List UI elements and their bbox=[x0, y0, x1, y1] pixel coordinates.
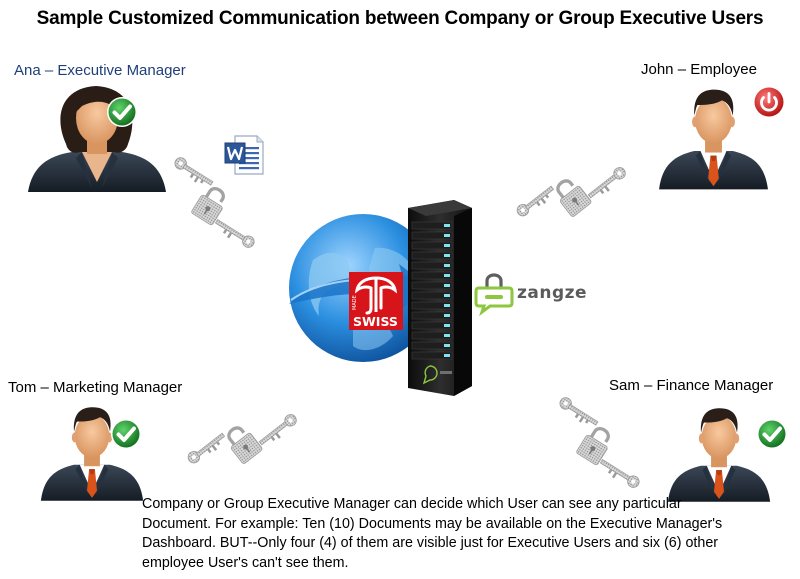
power-icon bbox=[753, 86, 785, 118]
description-text: Company or Group Executive Manager can d… bbox=[142, 496, 723, 571]
user-label-sam: Sam – Finance Manager bbox=[609, 377, 774, 394]
check-icon bbox=[109, 417, 143, 451]
key-lock-connector-sam bbox=[539, 393, 660, 493]
avatar-tom bbox=[40, 407, 144, 501]
swiss-badge-icon: SWISS MADE bbox=[349, 272, 403, 330]
user-label-tom: Tom – Marketing Manager bbox=[8, 379, 183, 396]
diagram-title: Sample Customized Communication between … bbox=[36, 8, 764, 29]
avatar-sam bbox=[667, 408, 771, 502]
key-lock-connector-john bbox=[513, 139, 631, 246]
swiss-badge-vertical-label: MADE bbox=[352, 295, 358, 310]
server-rack-icon bbox=[408, 200, 472, 396]
brand-name: zangze bbox=[517, 283, 588, 303]
check-icon bbox=[105, 95, 139, 129]
zangze-logo-icon bbox=[474, 273, 514, 317]
key-lock-connector-ana bbox=[154, 153, 275, 253]
swiss-badge-label: SWISS bbox=[353, 314, 398, 329]
key-lock-connector-tom bbox=[184, 386, 302, 493]
user-label-john: John – Employee bbox=[641, 61, 757, 78]
word-document-icon bbox=[224, 135, 264, 175]
user-label-ana: Ana – Executive Manager bbox=[14, 62, 186, 79]
avatar-ana bbox=[28, 86, 166, 192]
check-icon bbox=[755, 417, 789, 451]
